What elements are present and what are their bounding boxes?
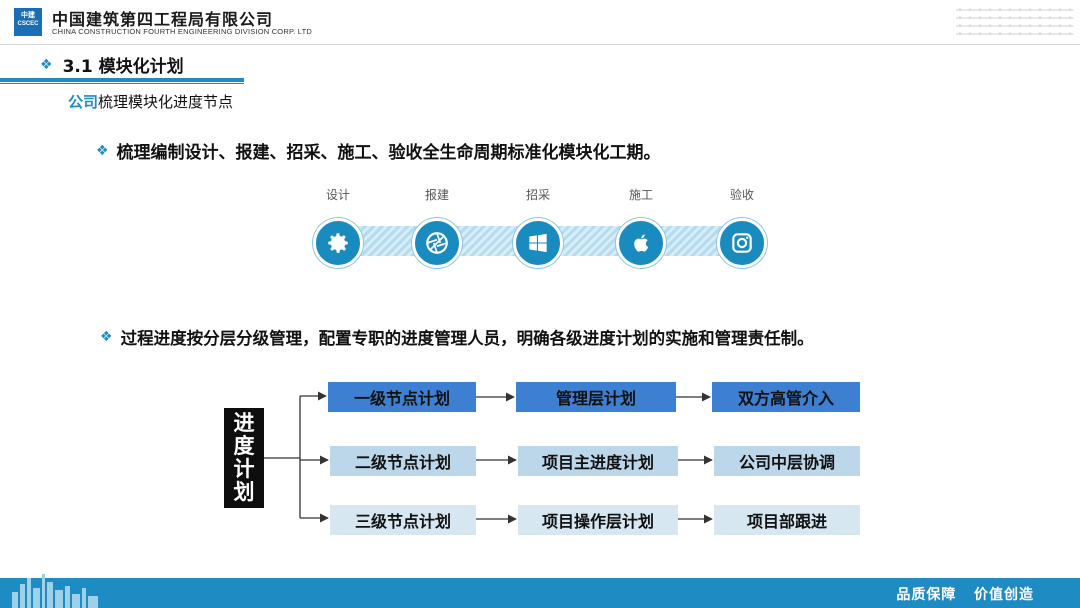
level1-node-plan: 一级节点计划 <box>328 382 476 412</box>
section-underline-thin <box>0 83 244 84</box>
instagram-icon <box>732 233 752 253</box>
aperture-icon <box>426 232 448 254</box>
stage-label: 验收 <box>729 188 754 202</box>
apple-icon <box>634 234 649 252</box>
stage-procurement: 招采 <box>513 186 563 268</box>
executive-involvement: 双方高管介入 <box>712 382 860 412</box>
page-header: 中建 CSCEC 中国建筑第四工程局有限公司 CHINA CONSTRUCTIO… <box>0 0 1080 44</box>
logo-sub: CSCEC <box>17 21 39 27</box>
bullet-text: 过程进度按分层分级管理，配置专职的进度管理人员，明确各级进度计划的实施和管理责任… <box>120 329 814 348</box>
company-logo: 中建 CSCEC <box>14 8 42 36</box>
level2-node-plan: 二级节点计划 <box>330 446 476 476</box>
section-subtitle: 公司梳理模块化进度节点 <box>68 91 233 112</box>
section-title-text: 3.1 模块化计划 <box>62 57 184 77</box>
header-decoration <box>956 8 1074 36</box>
management-plan: 管理层计划 <box>516 382 676 412</box>
stage-circle <box>412 218 462 268</box>
level3-node-plan: 三级节点计划 <box>330 505 476 535</box>
bullet-text: 梳理编制设计、报建、招采、施工、验收全生命周期标准化模块化工期。 <box>116 143 661 163</box>
middle-management-coordination: 公司中层协调 <box>714 446 860 476</box>
subtitle-text: 梳理模块化进度节点 <box>98 93 234 111</box>
stage-permit: 报建 <box>412 186 462 268</box>
company-name-cn: 中国建筑第四工程局有限公司 <box>52 10 274 29</box>
city-skyline-decoration <box>12 574 98 608</box>
stage-label: 施工 <box>628 188 653 202</box>
stage-circle <box>513 218 563 268</box>
stage-label: 招采 <box>525 188 550 202</box>
stage-construction: 施工 <box>616 186 666 268</box>
tree-root-progress-plan: 进度计划 <box>224 408 264 508</box>
company-name-en: CHINA CONSTRUCTION FOURTH ENGINEERING DI… <box>52 27 312 36</box>
page-footer <box>0 578 1080 608</box>
project-master-plan: 项目主进度计划 <box>518 446 678 476</box>
stage-design: 设计 <box>313 186 363 268</box>
stage-acceptance: 验收 <box>717 186 767 268</box>
diamond-bullet-icon: ❖ <box>96 142 109 159</box>
section-title: ❖ 3.1 模块化计划 <box>40 52 184 78</box>
bullet-lifecycle: ❖ 梳理编制设计、报建、招采、施工、验收全生命周期标准化模块化工期。 <box>96 138 661 164</box>
header-divider <box>0 44 1080 45</box>
subtitle-highlight: 公司 <box>68 93 99 111</box>
project-operation-plan: 项目操作层计划 <box>518 505 678 535</box>
logo-mark: 中建 <box>21 12 35 19</box>
stage-circle <box>717 218 767 268</box>
diamond-bullet-icon: ❖ <box>40 56 53 73</box>
footer-slogan: 品质保障 价值创造 <box>896 587 1034 603</box>
stage-label: 设计 <box>325 188 350 202</box>
stage-circle <box>616 218 666 268</box>
bullet-hierarchy: ❖ 过程进度按分层分级管理，配置专职的进度管理人员，明确各级进度计划的实施和管理… <box>100 325 814 349</box>
stage-circle <box>313 218 363 268</box>
diamond-bullet-icon: ❖ <box>100 329 113 345</box>
windows-icon <box>529 233 547 253</box>
gear-icon <box>328 233 348 253</box>
stage-label: 报建 <box>424 188 449 202</box>
section-underline <box>0 78 244 82</box>
project-dept-followup: 项目部跟进 <box>714 505 860 535</box>
